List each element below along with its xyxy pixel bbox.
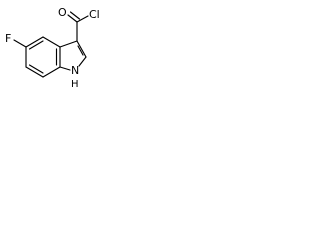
hydrogen-label: H — [71, 79, 79, 90]
bond-carbonyl-cl — [76, 15, 89, 23]
bond-c4-c5 — [25, 36, 44, 48]
nitrogen-label: N — [71, 64, 79, 77]
bond-carbonyl-o — [67, 14, 78, 23]
bond-c2-n1 — [78, 56, 87, 67]
bond-n1-c7a — [59, 66, 71, 71]
bond-c3-c2 — [76, 40, 87, 58]
bond-c3a-c3 — [59, 40, 78, 48]
bond-c4-c5-inner — [28, 40, 44, 50]
benzene-ring — [25, 36, 61, 78]
bond-c6-c7 — [25, 66, 44, 78]
fluorine-label: F — [5, 32, 11, 45]
bond-carbonyl-o-second — [69, 11, 81, 20]
oxygen-label: O — [58, 6, 67, 19]
molecule-diagram: O Cl F N H — [5, 6, 100, 90]
bond-c3-c2-inner — [77, 45, 84, 56]
bond-c6-c7-inner — [28, 64, 44, 74]
acyl-chloride-group — [67, 11, 89, 42]
bond-c3a-c4 — [42, 36, 61, 48]
bond-c5-f — [13, 39, 27, 48]
chlorine-label: Cl — [89, 8, 100, 21]
bond-c7-c7a — [42, 66, 61, 78]
pyrrole-ring — [59, 40, 87, 71]
